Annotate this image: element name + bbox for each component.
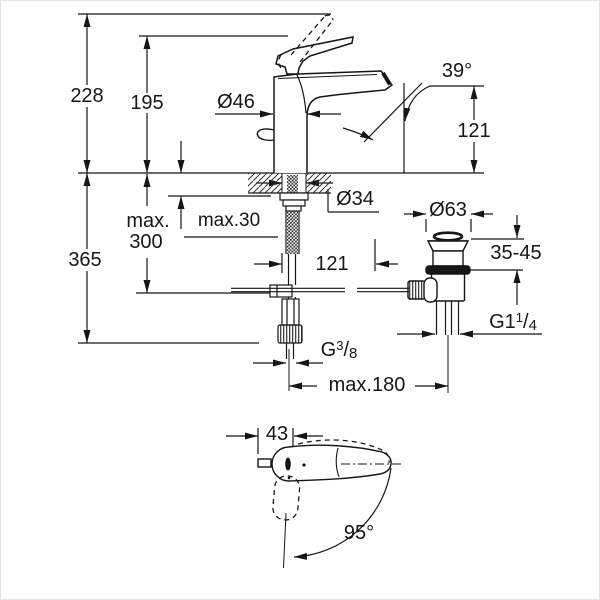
dim-height-to-spout: 195 — [130, 92, 164, 114]
faucet-front-view — [256, 14, 394, 173]
dim-supply-thread: G3/8 — [320, 338, 358, 362]
dimension-lines — [83, 14, 542, 390]
dim-waste-flange-diameter: Ø63 — [429, 199, 467, 221]
mounting-nut — [279, 192, 309, 201]
handle-raised-dashed — [277, 14, 334, 69]
dim-max-rod-reach: max.180 — [328, 374, 406, 396]
rod-knob — [407, 280, 426, 300]
supply-thread-sup: 3 — [336, 338, 344, 353]
waste-thread-sub: 4 — [528, 317, 537, 334]
rod-clamp — [269, 284, 293, 298]
waste-thread-slash: / — [523, 311, 529, 333]
dim-total-depth: 365 — [68, 249, 102, 271]
dim-handle-width: 43 — [265, 423, 289, 445]
supply-thread-prefix: G — [320, 339, 337, 361]
pop-up-waste-assembly — [407, 231, 471, 335]
dim-aerator-angle: 39° — [441, 60, 473, 82]
handle-top-view — [226, 428, 401, 569]
supply-hose-assembly — [231, 175, 409, 359]
supply-thread-sub: 8 — [349, 345, 358, 362]
dim-deck-hole-diameter: Ø34 — [336, 188, 374, 210]
waste-thread-sup: 1 — [515, 310, 524, 325]
dim-max-mounting-depth-line1: max. — [126, 210, 170, 232]
handle-solid-top-view — [271, 444, 392, 482]
waste-tailpipe — [435, 301, 460, 335]
dim-max-deck-thickness: max.30 — [197, 210, 261, 231]
dim-total-height: 228 — [70, 85, 104, 107]
waste-plug — [432, 231, 464, 242]
dim-waste-deck-range: 35-45 — [490, 242, 542, 264]
dim-handle-swivel-angle: 95° — [343, 522, 375, 544]
dim-outlet-height: 121 — [457, 120, 491, 142]
pop-up-rod — [231, 287, 409, 293]
handle-swiveled-dashed — [272, 475, 301, 521]
deck-cross-section — [248, 173, 331, 193]
dim-body-diameter: Ø46 — [217, 91, 255, 113]
dim-rod-offset: 121 — [315, 253, 349, 275]
dim-max-mounting-depth-line2: 300 — [129, 231, 163, 253]
waste-thread-prefix: G1 — [489, 311, 516, 333]
waste-seal-ring — [425, 265, 471, 275]
supply-thread-slash: / — [343, 339, 350, 361]
spout-tip-top-view — [257, 458, 272, 468]
dim-waste-thread: G11/4 — [489, 310, 537, 334]
supply-nut — [277, 324, 303, 344]
